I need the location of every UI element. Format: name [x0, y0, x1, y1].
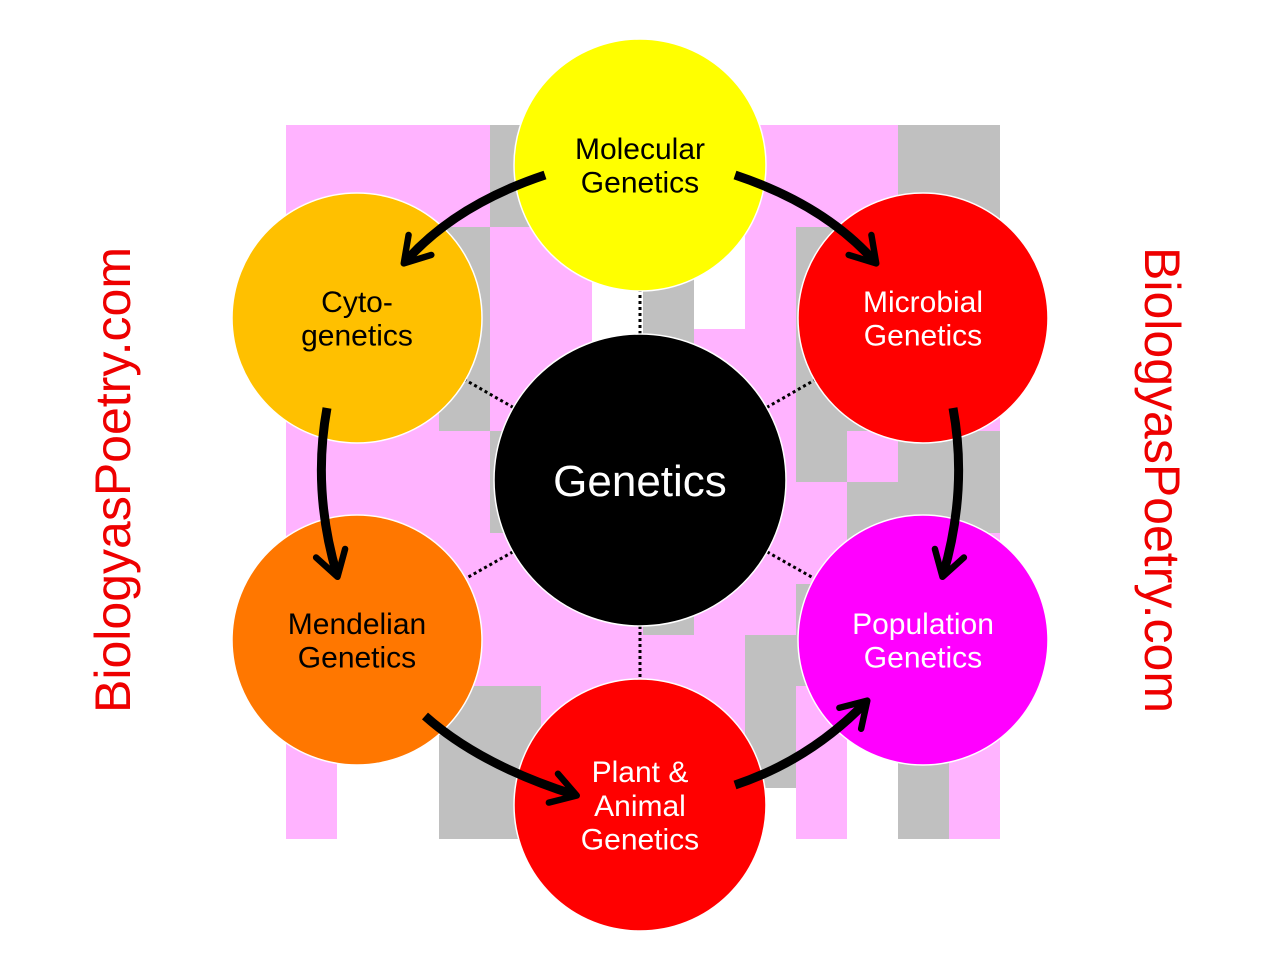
- node-molecular-label: Molecular: [575, 133, 705, 166]
- arrow-microbial-to-population: [931, 407, 968, 581]
- arrow-mendelian-to-plant-animal: [422, 712, 581, 806]
- node-molecular-circle: [513, 38, 767, 292]
- pattern-cell: [388, 788, 439, 839]
- pattern-cell: [490, 278, 541, 329]
- node-mendelian-label: Mendelian: [288, 608, 426, 641]
- pattern-cell: [439, 431, 490, 482]
- pattern-cell: [898, 788, 949, 839]
- arrow-cyto-to-mendelian: [312, 407, 349, 581]
- node-population-label: Population: [852, 608, 994, 641]
- pattern-cell: [745, 227, 796, 278]
- pattern-cell: [745, 329, 796, 380]
- arrow-molecular-to-cyto: [400, 170, 547, 267]
- pattern-cell: [490, 227, 541, 278]
- arrow-molecular-to-microbial: [733, 170, 880, 267]
- pattern-cell: [796, 125, 847, 176]
- pattern-cell: [439, 482, 490, 533]
- pattern-cell: [592, 635, 643, 686]
- pattern-cell: [490, 584, 541, 635]
- node-cyto-label: Cyto-: [321, 286, 393, 319]
- pattern-cell: [439, 125, 490, 176]
- pattern-cell: [796, 431, 847, 482]
- pattern-cell: [337, 788, 388, 839]
- node-microbial-label: Genetics: [864, 320, 982, 353]
- dotted-connector-cyto: [464, 378, 515, 409]
- pattern-cell: [490, 686, 541, 737]
- node-cyto-label: genetics: [301, 320, 413, 353]
- node-population-label: Genetics: [864, 642, 982, 675]
- node-molecular-label: Genetics: [581, 167, 699, 200]
- node-mendelian-label: Genetics: [298, 642, 416, 675]
- pattern-cell: [388, 431, 439, 482]
- pattern-cell: [694, 635, 745, 686]
- node-plant-animal-circle: [513, 678, 767, 932]
- node-center-genetics-circle: [493, 333, 787, 627]
- pattern-cell: [388, 125, 439, 176]
- dotted-connector-microbial: [765, 378, 816, 409]
- dotted-connector-mendelian: [465, 550, 514, 580]
- pattern-cell: [745, 635, 796, 686]
- pattern-cell: [847, 431, 898, 482]
- pattern-cell: [337, 125, 388, 176]
- pattern-cell: [643, 635, 694, 686]
- pattern-cell: [694, 278, 745, 329]
- node-center-genetics-label: Genetics: [553, 457, 727, 506]
- pattern-cell: [847, 788, 898, 839]
- pattern-cell: [490, 635, 541, 686]
- pattern-cell: [949, 125, 1000, 176]
- node-plant-animal-label: Plant &: [592, 756, 689, 789]
- arrows: [312, 170, 968, 806]
- nodes: MolecularGeneticsMicrobialGeneticsPopula…: [231, 38, 1049, 932]
- pattern-cell: [439, 788, 490, 839]
- connectors: [464, 291, 816, 679]
- pattern-cell: [286, 125, 337, 176]
- pattern-cell: [898, 125, 949, 176]
- dotted-connector-population: [766, 550, 815, 580]
- pattern-cell: [796, 788, 847, 839]
- pattern-cell: [796, 482, 847, 533]
- pattern-cell: [541, 635, 592, 686]
- node-mendelian-circle: [231, 514, 483, 766]
- pattern-cell: [286, 788, 337, 839]
- pattern-cell: [541, 278, 592, 329]
- pattern-cell: [949, 788, 1000, 839]
- node-plant-animal-label: Animal: [594, 790, 686, 823]
- arrow-plant-animal-to-population: [733, 697, 871, 790]
- pattern-cell: [745, 278, 796, 329]
- pattern-cell: [745, 686, 796, 737]
- pattern-cell: [847, 125, 898, 176]
- node-microbial-label: Microbial: [863, 286, 983, 319]
- node-plant-animal-label: Genetics: [581, 823, 699, 856]
- node-center-genetics: Genetics: [493, 333, 787, 627]
- pattern-cell: [745, 584, 796, 635]
- pattern-cell: [490, 329, 541, 380]
